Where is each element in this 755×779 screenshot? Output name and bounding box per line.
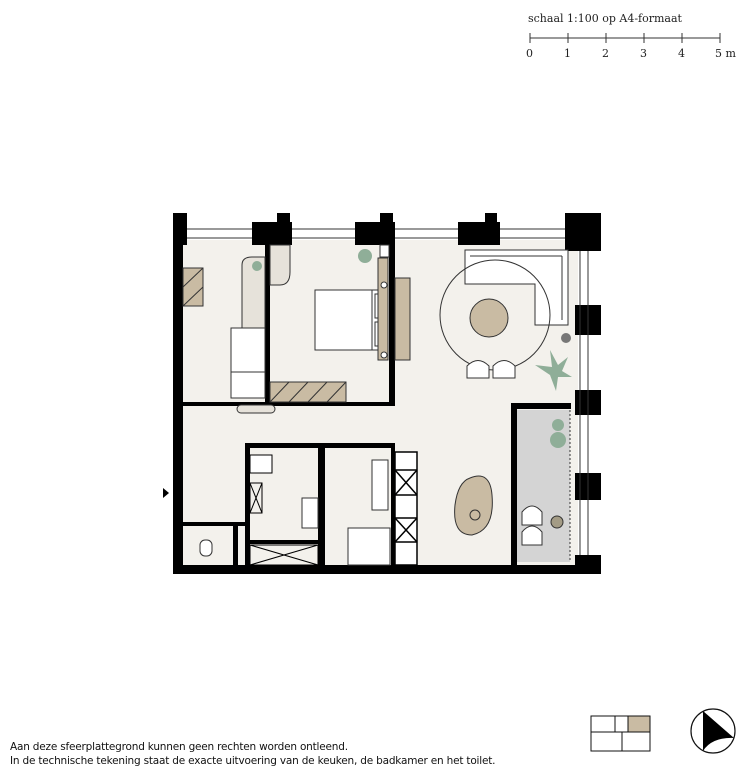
disclaimer-line-2: In de technische tekening staat de exact…	[10, 755, 496, 767]
kitchen-unit	[394, 451, 418, 566]
plant-icon	[252, 261, 262, 271]
rug	[236, 404, 276, 414]
wardrobe	[182, 267, 347, 403]
vase-icon	[469, 509, 481, 521]
scale-tick-3: 3	[640, 47, 647, 60]
scale-tick-0: 0	[526, 47, 533, 60]
north-arrow-icon	[690, 708, 736, 754]
desk	[241, 244, 291, 331]
side-table	[550, 515, 564, 529]
scale-tick-2: 2	[602, 47, 609, 60]
balcony-chairs	[521, 505, 543, 546]
sofa	[464, 249, 569, 326]
scale-tick-4: 4	[678, 47, 685, 60]
bathtub	[371, 459, 389, 511]
plant-icon	[552, 419, 564, 431]
windows	[187, 228, 589, 560]
single-bed	[230, 327, 266, 399]
disclaimer-line-1: Aan deze sfeerplattegrond kunnen geen re…	[10, 741, 348, 753]
shower	[347, 527, 391, 566]
floor-lamp	[561, 333, 571, 343]
plant-icon	[358, 249, 372, 263]
plant-icon	[535, 350, 572, 391]
dining-table	[454, 475, 493, 536]
disclaimer: Aan deze sfeerplattegrond kunnen geen re…	[10, 740, 495, 768]
plant-icon	[550, 432, 566, 448]
scale-tick-1: 1	[564, 47, 571, 60]
double-bed	[314, 244, 411, 361]
toilet	[199, 539, 213, 557]
entrance-arrow-icon	[163, 488, 169, 498]
storage-closets	[249, 454, 319, 566]
sink	[301, 497, 319, 529]
scale-label: schaal 1:100 op A4-formaat	[528, 12, 682, 25]
scale-bar	[529, 33, 721, 43]
building-keyplan-icon	[590, 715, 651, 752]
walls	[173, 213, 601, 574]
scale-tick-5: 5 m	[715, 47, 736, 60]
armchairs	[466, 360, 516, 379]
coffee-table	[469, 298, 509, 338]
